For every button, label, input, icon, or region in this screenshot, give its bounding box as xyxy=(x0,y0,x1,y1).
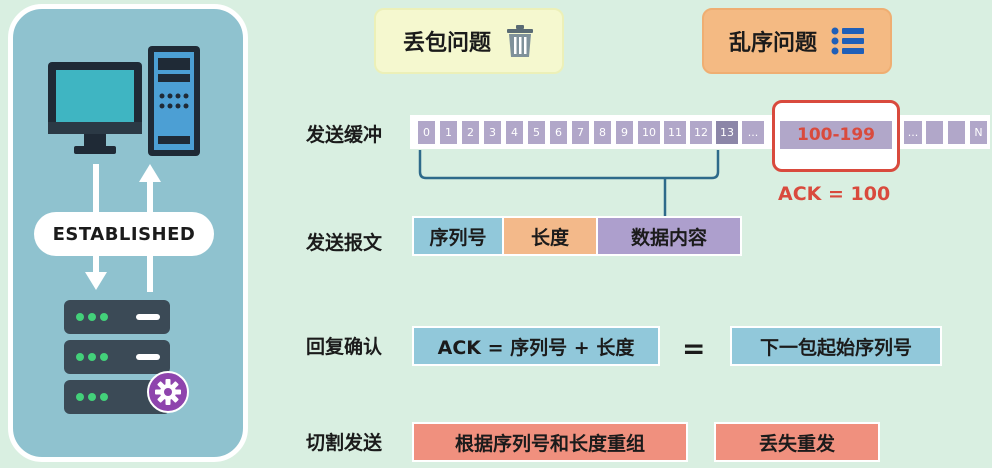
row-label-send-buffer: 发送缓冲 xyxy=(306,124,383,146)
message-length-box: 长度 xyxy=(502,216,598,256)
trash-can-icon xyxy=(507,25,533,57)
packet-loss-title: 丢包问题 xyxy=(374,8,564,74)
resend-box: 丢失重发 xyxy=(714,422,880,462)
buffer-cell: 6 xyxy=(550,121,567,144)
buffer-cell: 8 xyxy=(594,121,611,144)
packet-loss-label: 丢包问题 xyxy=(402,31,491,56)
buffer-cell: 5 xyxy=(528,121,545,144)
out-of-order-label: 乱序问题 xyxy=(728,31,817,56)
buffer-cell: 2 xyxy=(462,121,479,144)
buffer-cell: 10 xyxy=(638,121,660,144)
computer-icon xyxy=(48,46,200,156)
message-content-box: 数据内容 xyxy=(596,216,742,256)
established-badge: ESTABLISHED xyxy=(34,212,214,256)
row-label-reply-confirm: 回复确认 xyxy=(306,336,383,358)
buffer-cell: N xyxy=(970,121,987,144)
buffer-ellipsis: ... xyxy=(742,121,764,144)
reassemble-box: 根据序列号和长度重组 xyxy=(412,422,688,462)
buffer-cell: 12 xyxy=(690,121,712,144)
equals-sign: = xyxy=(682,332,706,365)
next-seq-box: 下一包起始序列号 xyxy=(730,326,942,366)
buffer-cell xyxy=(926,121,943,144)
list-icon xyxy=(831,27,864,55)
buffer-cell: 3 xyxy=(484,121,501,144)
buffer-cell xyxy=(948,121,965,144)
buffer-cell: 13 xyxy=(716,121,738,144)
ack-100-label: ACK = 100 xyxy=(778,183,891,205)
row-label-send-message: 发送报文 xyxy=(306,232,383,254)
buffer-cell: 7 xyxy=(572,121,589,144)
brace-connector xyxy=(418,150,720,216)
buffer-cell: 11 xyxy=(664,121,686,144)
gear-icon xyxy=(147,371,189,413)
row-label-split-send: 切割发送 xyxy=(306,432,383,454)
server-icon xyxy=(64,300,170,414)
buffer-ellipsis: ... xyxy=(904,121,922,144)
buffer-cell: 0 xyxy=(418,121,435,144)
message-seq-box: 序列号 xyxy=(412,216,504,256)
buffer-cell: 1 xyxy=(440,121,457,144)
buffer-range-block: 100-199 xyxy=(780,121,892,149)
buffer-cell: 9 xyxy=(616,121,633,144)
buffer-cell: 4 xyxy=(506,121,523,144)
ack-formula-box: ACK = 序列号 + 长度 xyxy=(412,326,660,366)
out-of-order-title: 乱序问题 xyxy=(702,8,892,74)
